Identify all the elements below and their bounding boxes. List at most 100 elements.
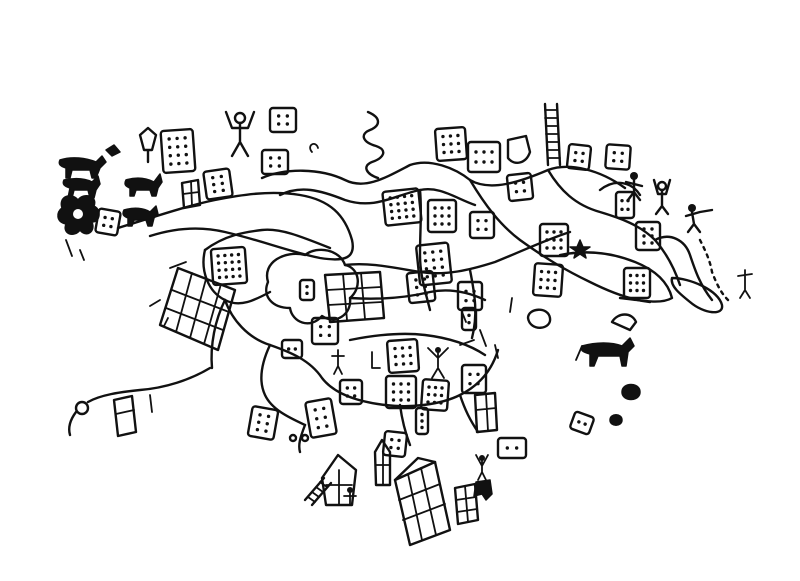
field-dot bbox=[409, 194, 414, 198]
field-dot bbox=[216, 261, 221, 265]
path-middle-band-2 bbox=[343, 230, 572, 275]
field-dot bbox=[457, 149, 461, 154]
path-upper-connector bbox=[203, 228, 332, 252]
field-dot bbox=[410, 200, 415, 205]
field-dot bbox=[426, 392, 431, 397]
dotted-square-field bbox=[496, 436, 528, 460]
field-dot bbox=[468, 372, 472, 377]
ladders bbox=[303, 102, 562, 507]
dotted-square-field bbox=[466, 140, 502, 174]
field-dot bbox=[230, 260, 234, 264]
field-dot bbox=[545, 230, 549, 234]
field-dot bbox=[442, 150, 446, 155]
field-dot bbox=[612, 151, 616, 155]
field-dot bbox=[389, 209, 394, 214]
field-dot bbox=[626, 207, 630, 212]
field-dot bbox=[390, 216, 395, 220]
field-dot bbox=[168, 145, 172, 150]
dotted-wavy-line bbox=[698, 238, 730, 302]
field-dot bbox=[559, 246, 563, 250]
field-dot bbox=[521, 180, 526, 184]
field-dot bbox=[650, 234, 654, 238]
field-dot bbox=[433, 214, 437, 218]
dotted-square-fields bbox=[94, 106, 662, 460]
figure-small-center-star bbox=[569, 239, 591, 259]
field-dot bbox=[315, 417, 319, 421]
field-dot bbox=[620, 151, 624, 155]
field-dot bbox=[432, 266, 437, 270]
field-dot bbox=[427, 385, 431, 389]
field-dot bbox=[514, 190, 519, 194]
figure-bottom-right bbox=[475, 454, 489, 481]
field-dot bbox=[522, 189, 527, 193]
animal-deer-4 bbox=[122, 205, 159, 227]
field-dot bbox=[305, 284, 309, 289]
path-descend-center bbox=[398, 403, 412, 447]
field-dot bbox=[641, 273, 646, 278]
dotted-square-field bbox=[381, 187, 423, 227]
field-dot bbox=[468, 381, 472, 386]
field-dot bbox=[399, 390, 403, 394]
field-dot bbox=[431, 250, 435, 254]
field-dot bbox=[396, 202, 400, 206]
field-dot bbox=[224, 268, 228, 272]
field-dot bbox=[538, 285, 543, 290]
field-dot bbox=[305, 291, 309, 296]
field-dot bbox=[641, 288, 646, 293]
blob-hole bbox=[73, 209, 83, 219]
path-lower-mid bbox=[348, 332, 487, 357]
figure-center-arms bbox=[427, 347, 449, 379]
field-dot bbox=[620, 207, 624, 212]
small-mark-c bbox=[309, 143, 319, 153]
house-left-small bbox=[112, 394, 138, 438]
house-upper-left bbox=[180, 178, 202, 210]
squiggle-line bbox=[362, 110, 385, 180]
dotted-square-field bbox=[460, 363, 488, 395]
field-dot bbox=[230, 267, 235, 272]
figure-right-raised bbox=[652, 178, 672, 216]
field-dot bbox=[238, 274, 242, 278]
dotted-square-field bbox=[268, 106, 298, 134]
field-dot bbox=[467, 320, 471, 325]
figure-far-right bbox=[684, 204, 714, 234]
path-center-vertical-2 bbox=[468, 268, 477, 340]
field-dot bbox=[482, 160, 486, 164]
figure-bottom-house-man bbox=[343, 487, 357, 506]
field-dot bbox=[408, 345, 412, 350]
dotted-square-field bbox=[384, 374, 418, 410]
house-bottom-tall bbox=[373, 438, 392, 487]
animal-deer-2 bbox=[62, 175, 101, 199]
field-dot bbox=[545, 246, 549, 250]
field-dot bbox=[433, 385, 438, 390]
field-dot bbox=[490, 160, 494, 164]
field-dot bbox=[268, 156, 273, 160]
field-dot bbox=[552, 238, 556, 242]
dotted-square-field bbox=[604, 143, 632, 171]
field-dot bbox=[313, 408, 317, 412]
field-dot bbox=[447, 222, 451, 226]
ladder-bottom-left bbox=[303, 476, 333, 507]
field-dot bbox=[474, 150, 478, 154]
path-middle-band-3 bbox=[348, 289, 487, 302]
dotted-square-field bbox=[634, 220, 662, 252]
field-dot bbox=[476, 218, 480, 223]
field-dot bbox=[620, 198, 624, 203]
field-dot bbox=[397, 438, 401, 443]
path-network bbox=[86, 110, 714, 454]
field-dot bbox=[423, 259, 428, 263]
path-right-upper bbox=[546, 168, 682, 287]
field-dot bbox=[472, 298, 476, 303]
path-descend-left bbox=[298, 423, 307, 454]
dotted-square-field bbox=[538, 222, 570, 258]
field-dot bbox=[276, 114, 281, 118]
field-dot bbox=[110, 216, 115, 221]
field-dot bbox=[389, 203, 393, 207]
field-dot bbox=[211, 175, 215, 180]
field-dot bbox=[628, 273, 633, 278]
field-dot bbox=[322, 406, 326, 411]
field-dot bbox=[391, 398, 396, 402]
field-dot bbox=[642, 227, 646, 231]
field-dot bbox=[581, 151, 585, 156]
field-dot bbox=[420, 425, 424, 430]
field-dot bbox=[414, 278, 418, 282]
